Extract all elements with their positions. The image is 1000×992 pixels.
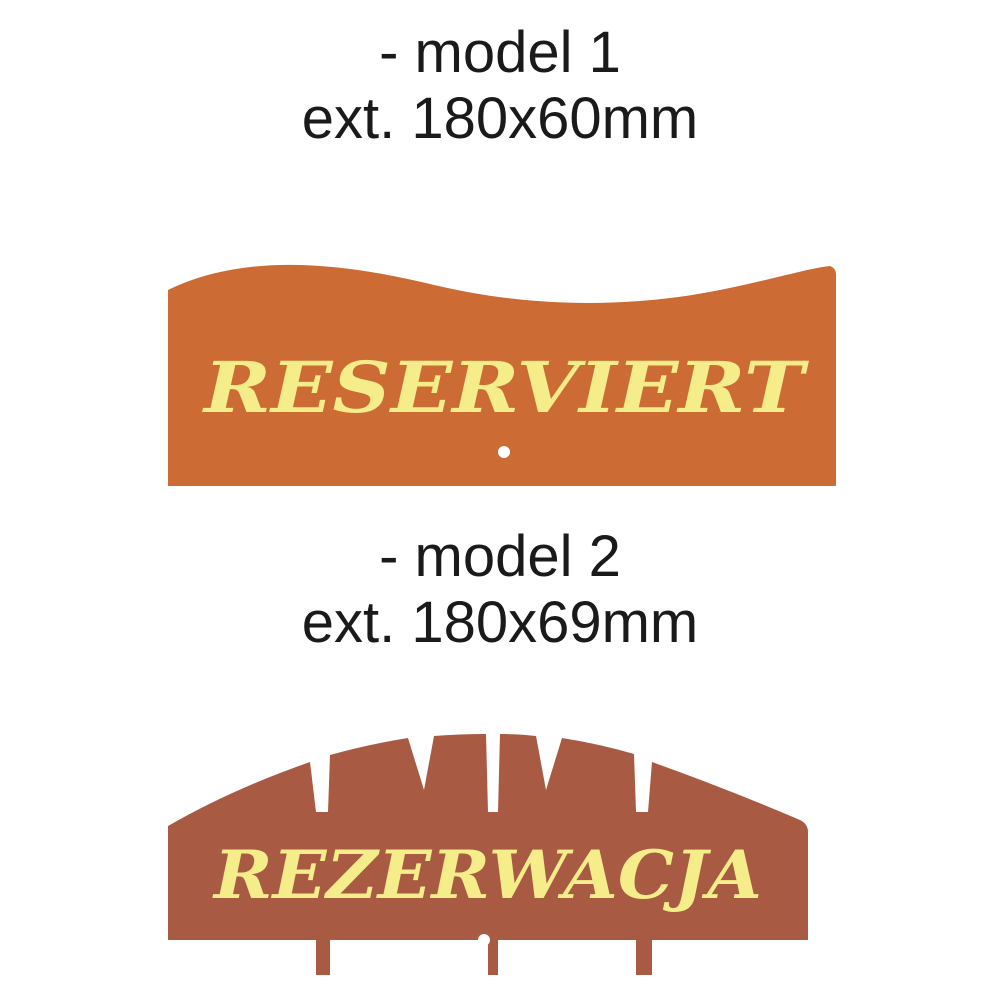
- model-2-sign-plate: [168, 734, 808, 975]
- model-1-mount-hole: [498, 446, 510, 458]
- model-2-title: - model 2: [379, 524, 621, 589]
- model-1-caption: - model 1 ext. 180x60mm: [0, 20, 1000, 152]
- model-2-sign-text: REZERWACJA: [212, 836, 762, 914]
- model-1-sign-plate: [168, 264, 836, 486]
- model-2-caption: - model 2 ext. 180x69mm: [0, 524, 1000, 656]
- model-2-mount-hole: [478, 934, 490, 946]
- model-1-dimensions: ext. 180x60mm: [301, 86, 699, 151]
- model-1-title: - model 1: [379, 20, 621, 85]
- model-1-sign-text: RESERVIERT: [202, 346, 810, 429]
- model-2-dimensions: ext. 180x69mm: [301, 590, 699, 655]
